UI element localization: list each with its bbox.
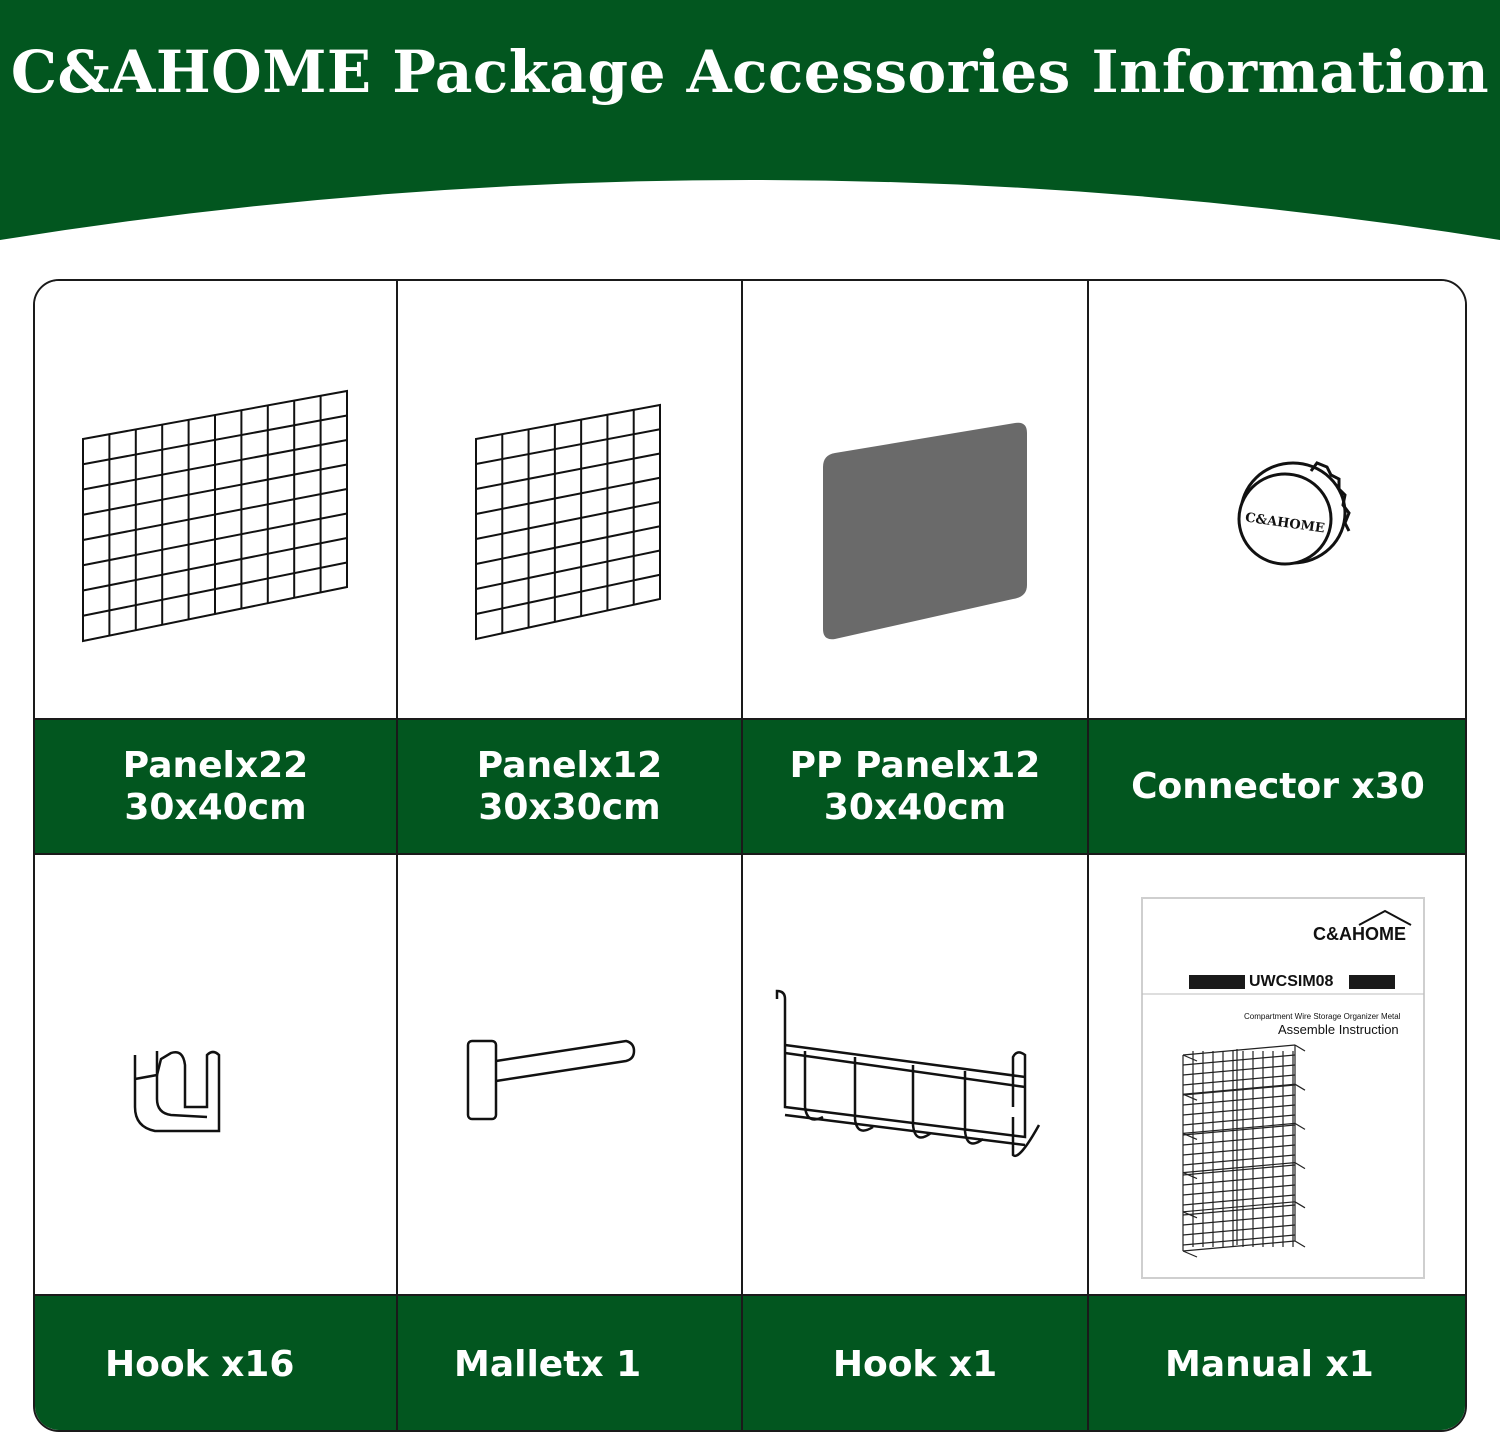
item-size: 30x30cm [478, 786, 661, 828]
item-name: Hook x16 [105, 1344, 295, 1385]
item-label: Manual x1 [1089, 1296, 1465, 1430]
divider [1087, 281, 1089, 1430]
manual-instruction: Assemble Instruction [1278, 1022, 1399, 1037]
pp-panel-icon [823, 422, 1027, 640]
item-image-cell [35, 855, 396, 1294]
over-door-hook-icon [775, 989, 1041, 1158]
page-title: C&AHOME Package Accessories Information [10, 38, 1490, 106]
item-name: Manual x1 [1165, 1344, 1374, 1385]
manual-subtitle: Compartment Wire Storage Organizer Metal [1244, 1012, 1401, 1021]
item-label: Panelx12 30x30cm [398, 720, 741, 853]
header-background [0, 0, 1500, 240]
header-banner: C&AHOME Package Accessories Information [0, 0, 1500, 245]
item-name: Panelx12 [476, 744, 663, 786]
item-name: Panelx22 [122, 744, 309, 786]
item-image-cell [398, 281, 741, 718]
item-size: 30x40cm [124, 786, 307, 828]
divider [35, 1294, 1465, 1296]
item-size: 30x40cm [823, 786, 1007, 828]
item-name: Connector x30 [1131, 765, 1425, 807]
divider [35, 718, 1465, 720]
item-name: Malletx 1 [454, 1344, 642, 1385]
small-hook-icon [133, 1050, 221, 1133]
item-label: Hook x1 [743, 1296, 1087, 1430]
wire-grid-square-panel-icon [475, 403, 661, 641]
manual-icon [1141, 897, 1425, 1279]
item-image-cell [743, 855, 1087, 1294]
divider [35, 853, 1465, 855]
item-name: Hook x1 [832, 1344, 998, 1385]
accessories-grid: C&AHOME Panelx22 30x40cm Panelx12 30x30c… [33, 279, 1467, 1432]
connector-icon: C&AHOME [1237, 461, 1351, 566]
manual-model: UWCSIM08 [1249, 973, 1334, 990]
item-label: Panelx22 30x40cm [35, 720, 396, 853]
item-name: PP Panelx12 [789, 744, 1041, 786]
item-image-cell [398, 855, 741, 1294]
wire-grid-panel-icon [82, 389, 348, 643]
item-label: Malletx 1 [398, 1296, 741, 1430]
manual-brand: C&AHOME [1313, 924, 1406, 944]
item-label: Hook x16 [35, 1296, 396, 1430]
item-image-cell [743, 281, 1087, 718]
divider [741, 281, 743, 1430]
item-label: PP Panelx12 30x40cm [743, 720, 1087, 853]
item-image-cell: C&AHOME [1089, 281, 1465, 718]
mallet-icon [466, 1039, 636, 1121]
item-image-cell: C&AHOME UWCSIM08 Compartment Wire Storag… [1089, 855, 1465, 1294]
item-image-cell [35, 281, 396, 718]
item-label: Connector x30 [1089, 720, 1465, 853]
divider [396, 281, 398, 1430]
